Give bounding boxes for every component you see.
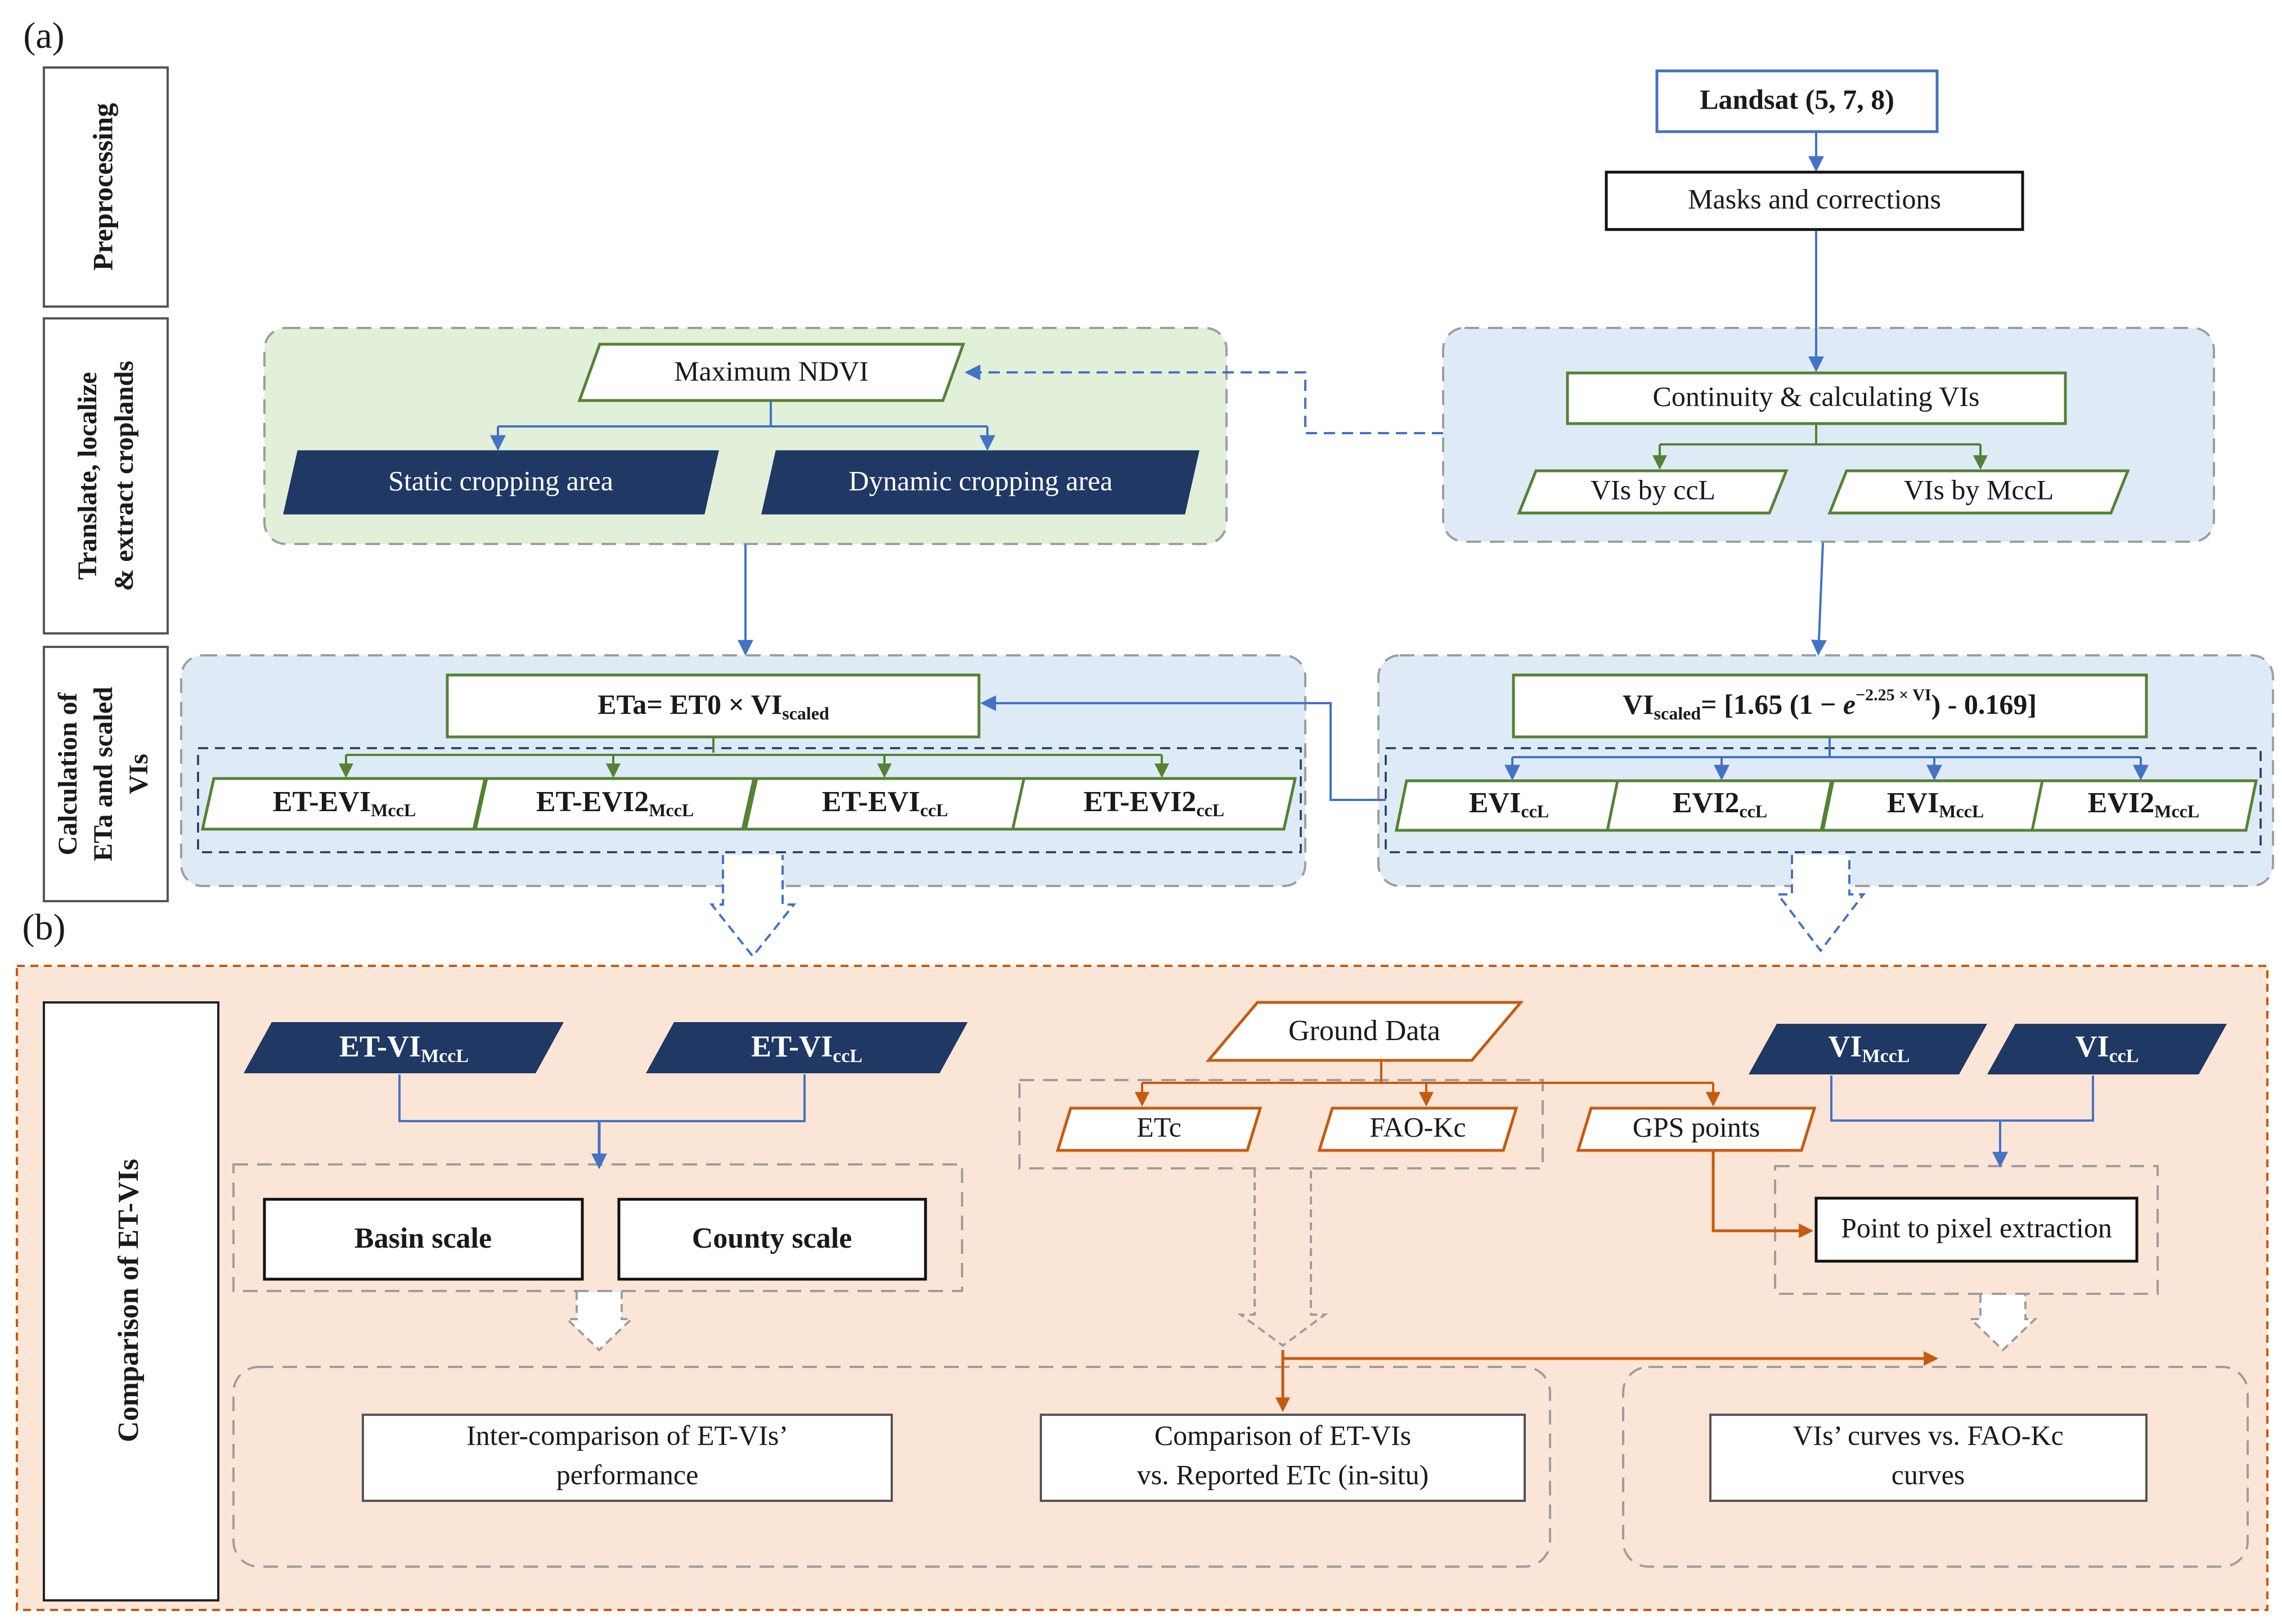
svg-text:Calculation of: Calculation of <box>53 692 83 855</box>
svg-text:EVIccL: EVIccL <box>1469 787 1549 821</box>
svg-text:VIMccL: VIMccL <box>1829 1029 1910 1066</box>
et-evi2-mccl-node: ET-EVI2MccL <box>473 777 756 831</box>
basin-scale-node: Basin scale <box>263 1198 584 1281</box>
svg-text:ETa and scaled: ETa and scaled <box>88 687 118 862</box>
svg-text:EVI2ccL: EVI2ccL <box>1673 787 1767 821</box>
svg-text:GPS points: GPS points <box>1633 1111 1760 1142</box>
max-ndvi-node: Maximum NDVI <box>577 343 965 402</box>
b-et-vi-mccl-node: ET-VIMccL <box>244 1022 564 1073</box>
svg-text:Ground Data: Ground Data <box>1288 1015 1440 1047</box>
svg-text:performance: performance <box>556 1459 699 1490</box>
comparison-etc-node: Comparison of ET-VIs vs. Reported ETc (i… <box>1040 1414 1526 1502</box>
stage-preprocessing: Preprocessing <box>43 66 169 308</box>
svg-text:FAO-Kc: FAO-Kc <box>1369 1111 1466 1142</box>
evi-ccl-node: EVIccL <box>1394 779 1623 832</box>
continuity-node: Continuity & calculating VIs <box>1566 371 2067 425</box>
frame-et-vis <box>197 747 1302 853</box>
et-evi2-ccl-node: ET-EVI2ccL <box>1010 777 1297 831</box>
vis-by-ccl-node: VIs by ccL <box>1517 469 1789 515</box>
svg-text:EVIMccL: EVIMccL <box>1887 787 1984 821</box>
vis-curves-node: VIs’ curves vs. FAO-Kc curves <box>1709 1414 2148 1502</box>
county-scale-node: County scale <box>617 1198 927 1281</box>
gps-points-node: GPS points <box>1576 1106 1817 1152</box>
svg-text:EVI2MccL: EVI2MccL <box>2088 787 2199 821</box>
stage-comparison: Comparison of ET-VIs <box>43 1001 219 1601</box>
eta-formula-node: ETa= ET0 × VIscaled <box>446 673 981 739</box>
b-vi-ccl-node: VIccL <box>1987 1024 2227 1074</box>
landsat-node: Landsat (5, 7, 8) <box>1655 69 1939 133</box>
hollow-arrow-left <box>709 855 797 959</box>
hollow-arrow-scales <box>564 1292 634 1352</box>
inter-comparison-node: Inter-comparison of ET-VIs’ performance <box>362 1414 893 1502</box>
svg-text:curves: curves <box>1892 1459 1965 1490</box>
point-to-pixel-node: Point to pixel extraction <box>1814 1196 2139 1263</box>
fao-kc-node: FAO-Kc <box>1317 1106 1519 1152</box>
masks-node: Masks and corrections <box>1605 170 2024 231</box>
svg-text:Comparison of ET-VIs: Comparison of ET-VIs <box>1155 1419 1411 1451</box>
svg-text:VIccL: VIccL <box>2076 1029 2139 1066</box>
ground-data-node: Ground Data <box>1205 1001 1524 1062</box>
panel-label-a: (a) <box>23 15 64 56</box>
svg-text:Static cropping area: Static cropping area <box>388 465 613 496</box>
svg-text:& extract croplands: & extract croplands <box>109 361 139 591</box>
svg-text:County scale: County scale <box>692 1222 852 1254</box>
svg-text:Basin scale: Basin scale <box>354 1222 492 1254</box>
svg-text:ET-VIccL: ET-VIccL <box>751 1029 863 1066</box>
svg-text:ETc: ETc <box>1136 1111 1182 1142</box>
evi2-ccl-node: EVI2ccL <box>1605 779 1834 832</box>
svg-text:Comparison of ET-VIs: Comparison of ET-VIs <box>113 1159 145 1442</box>
b-vi-mccl-node: VIMccL <box>1749 1024 1987 1074</box>
svg-text:Landsat (5, 7, 8): Landsat (5, 7, 8) <box>1700 83 1894 115</box>
svg-text:ET-VIMccL: ET-VIMccL <box>339 1029 469 1066</box>
svg-text:Translate, localize: Translate, localize <box>73 372 102 580</box>
svg-text:ET-EVIccL: ET-EVIccL <box>822 786 948 820</box>
hollow-arrow-right <box>1775 855 1866 953</box>
svg-text:ET-EVI2ccL: ET-EVI2ccL <box>1084 786 1224 820</box>
dynamic-cropping-area-node: Dynamic cropping area <box>761 450 1200 515</box>
svg-text:Inter-comparison of ET-VIs’: Inter-comparison of ET-VIs’ <box>466 1419 788 1451</box>
svg-text:Continuity & calculating VIs: Continuity & calculating VIs <box>1653 380 1980 412</box>
b-et-vi-ccl-node: ET-VIccL <box>646 1022 968 1073</box>
svg-text:Maximum NDVI: Maximum NDVI <box>674 355 869 386</box>
svg-text:VIscaled= [1.65 (1 − e−2.25 ×: VIscaled= [1.65 (1 − e−2.25 × VI) - 0.16… <box>1623 686 2037 723</box>
svg-text:VIs’ curves vs. FAO-Kc: VIs’ curves vs. FAO-Kc <box>1793 1419 2063 1451</box>
svg-text:Preprocessing: Preprocessing <box>87 103 118 271</box>
frame-intercomparison <box>232 1366 1551 1568</box>
vis-by-mccl-node: VIs by MccL <box>1827 469 2130 515</box>
svg-text:Point to pixel extraction: Point to pixel extraction <box>1841 1212 2112 1243</box>
et-evi-mccl-node: ET-EVIMccL <box>200 777 487 831</box>
et-evi-ccl-node: ET-EVIccL <box>743 777 1027 831</box>
panel-label-b: (b) <box>23 907 66 948</box>
static-cropping-area-node: Static cropping area <box>283 450 719 515</box>
hollow-arrow-point <box>1968 1295 2038 1352</box>
svg-text:Dynamic cropping area: Dynamic cropping area <box>848 465 1112 496</box>
evi-mccl-node: EVIMccL <box>1821 779 2049 832</box>
svg-text:vs. Reported ETc (in-situ): vs. Reported ETc (in-situ) <box>1137 1459 1429 1490</box>
etc-node: ETc <box>1055 1106 1263 1152</box>
stage-calculation: Calculation of ETa and scaled VIs <box>43 646 169 902</box>
vi-scaled-formula-node: VIscaled= [1.65 (1 − e−2.25 × VI) - 0.16… <box>1512 673 2148 739</box>
frame-ground-data <box>1018 1079 1544 1169</box>
hollow-arrow-ground <box>1237 1169 1329 1347</box>
evi2-mccl-node: EVI2MccL <box>2030 779 2258 832</box>
svg-text:ET-EVI2MccL: ET-EVI2MccL <box>536 786 694 820</box>
frame-curves <box>1622 1366 2249 1568</box>
stage-translate-localize: Translate, localize & extract croplands <box>43 317 169 635</box>
svg-text:VIs by MccL: VIs by MccL <box>1904 474 2054 505</box>
svg-text:ETa= ET0 × VIscaled: ETa= ET0 × VIscaled <box>598 689 829 723</box>
svg-text:VIs: VIs <box>124 754 154 794</box>
svg-text:Masks and corrections: Masks and corrections <box>1688 183 1941 214</box>
svg-text:ET-EVIMccL: ET-EVIMccL <box>273 786 416 820</box>
svg-text:VIs by ccL: VIs by ccL <box>1591 474 1715 505</box>
